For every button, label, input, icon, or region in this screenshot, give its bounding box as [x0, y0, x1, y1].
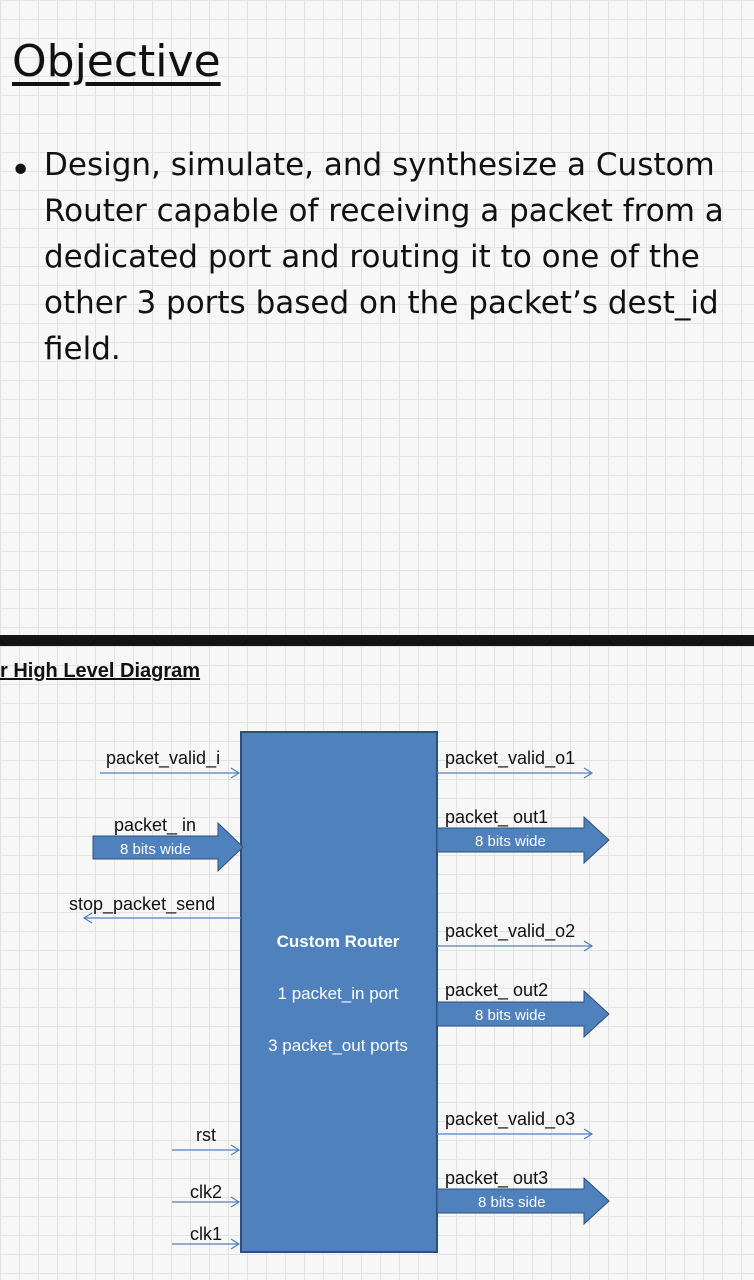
router-box-output-ports: 3 packet_out ports [268, 1036, 408, 1055]
packet-valid-o2-signal [437, 940, 594, 952]
clk1-label: clk1 [190, 1224, 222, 1244]
stop-packet-send-signal [82, 912, 241, 924]
router-box-input-ports: 1 packet_in port [278, 984, 399, 1003]
diagram-title: r High Level Diagram [0, 660, 201, 682]
packet-valid-i-signal [100, 767, 241, 779]
packet-in-width: 8 bits wide [120, 841, 191, 858]
rst-signal [172, 1144, 241, 1156]
packet-out1-arrow [436, 815, 610, 865]
rst-label: rst [196, 1125, 216, 1145]
packet-in-label: packet_ in [114, 815, 196, 836]
packet-out1-width: 8 bits wide [475, 833, 546, 850]
packet-out2-label: packet_ out2 [445, 980, 548, 1001]
router-box-title: Custom Router [277, 932, 400, 951]
packet-valid-o2-label: packet_valid_o2 [445, 921, 575, 942]
packet-out3-width: 8 bits side [478, 1194, 546, 1211]
objective-bullet: Design, simulate, and synthesize a Custo… [44, 147, 724, 367]
divider [0, 635, 754, 646]
packet-valid-o1-label: packet_valid_o1 [445, 748, 575, 769]
packet-valid-o3-label: packet_valid_o3 [445, 1109, 575, 1130]
slide-title: Objective [12, 36, 221, 87]
packet-valid-i-label: packet_valid_i [106, 748, 220, 769]
packet-out2-width: 8 bits wide [475, 1007, 546, 1024]
clk2-signal [172, 1196, 241, 1208]
bullet-point: • [10, 150, 32, 191]
clk2-label: clk2 [190, 1182, 222, 1202]
clk1-signal [172, 1238, 241, 1250]
packet-out1-label: packet_ out1 [445, 807, 548, 828]
stop-packet-send-label: stop_packet_send [69, 894, 215, 915]
packet-valid-o3-signal [437, 1128, 594, 1140]
packet-out2-arrow [436, 989, 610, 1039]
router-box [240, 731, 438, 1253]
packet-in-arrow [92, 821, 244, 873]
packet-valid-o1-signal [437, 767, 594, 779]
packet-out3-label: packet_ out3 [445, 1168, 548, 1189]
packet-out3-arrow [436, 1176, 610, 1226]
